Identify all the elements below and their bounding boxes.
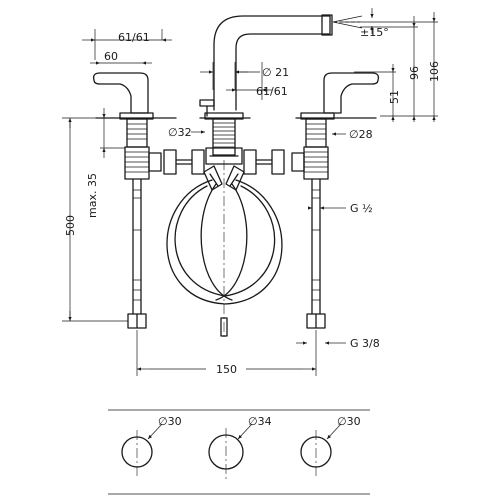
- center-threaded-body: [205, 118, 243, 165]
- left-valve-body: [124, 118, 150, 180]
- flexible-hoses: [166, 160, 283, 340]
- right-valve-body: [303, 118, 329, 180]
- top-dimensions: 61/61 60 ∅ 21 61/61 ±15° 96: [82, 8, 441, 122]
- left-supply-tube: [127, 178, 147, 329]
- dim-lever-spread-top: 61/61: [118, 31, 150, 44]
- right-lever-handle: [323, 72, 380, 114]
- dim-lever-width: 60: [104, 50, 118, 63]
- spout: [213, 15, 331, 111]
- dim-rosette-right: ∅30: [337, 415, 361, 428]
- plan-view: ∅30 ∅34 ∅30: [108, 409, 370, 495]
- dim-body-dia: ∅32: [168, 126, 192, 139]
- dim-96: 96: [408, 66, 421, 80]
- dim-thread-half: G ½: [350, 202, 373, 215]
- dim-hose-length: 500: [64, 215, 77, 236]
- dim-106: 106: [428, 61, 441, 82]
- spout-aerator: [321, 14, 333, 36]
- dim-spout-dia: ∅ 21: [262, 66, 289, 79]
- dim-spacing: 150: [216, 363, 237, 376]
- left-lever-handle: [92, 72, 149, 114]
- dim-valve-dia: ∅28: [349, 128, 373, 141]
- dim-rosette-left: ∅30: [158, 415, 182, 428]
- dim-spout-offset: 61/61: [256, 85, 288, 98]
- dim-max-deck: max. 35: [86, 173, 99, 218]
- dim-rosette-center: ∅34: [248, 415, 272, 428]
- dim-51: 51: [388, 90, 401, 104]
- dim-thread-3-8: G 3/8: [350, 337, 380, 350]
- dim-jet-angle: ±15°: [360, 26, 389, 39]
- side-dimensions: ∅32 ∅28 500 max. 35 G ½ G 3/8 1: [62, 108, 380, 376]
- right-supply-tube: [306, 178, 326, 329]
- popup-rod: [199, 99, 215, 117]
